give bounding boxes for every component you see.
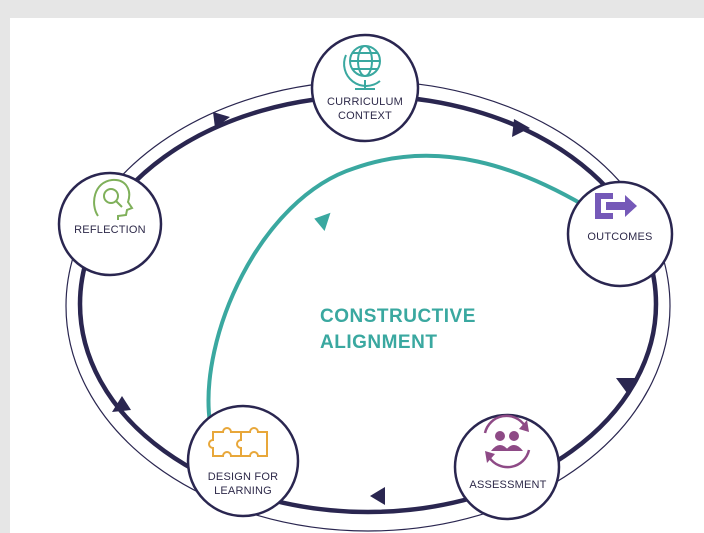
constructive-alignment-diagram: CONSTRUCTIVE ALIGNMENT CURRICULUM CONTEX… <box>57 33 674 532</box>
alignment-arrowhead <box>314 212 331 232</box>
cycle-arrowhead <box>112 396 131 412</box>
node-assessment: ASSESSMENT <box>453 413 561 521</box>
node-circle <box>566 180 674 288</box>
diagram-canvas: CONSTRUCTIVE ALIGNMENT CURRICULUM CONTEX… <box>10 18 704 533</box>
node-label-line-2: CONTEXT <box>338 110 392 122</box>
arrow-right-icon <box>595 193 637 219</box>
cycle-ring <box>77 93 659 515</box>
node-label-line-1: REFLECTION <box>74 224 146 236</box>
node-label-line-2: LEARNING <box>214 485 272 497</box>
node-curriculum-context: CURRICULUM CONTEXT <box>310 33 420 143</box>
alignment-arc <box>206 153 587 424</box>
cycle-arrows <box>112 112 635 505</box>
node-label-line-1: OUTCOMES <box>587 231 652 243</box>
center-title-line-2: ALIGNMENT <box>320 332 437 353</box>
node-label-line-1: ASSESSMENT <box>469 479 546 491</box>
node-label-line-1: CURRICULUM <box>327 96 403 108</box>
node-circle <box>186 404 300 518</box>
cycle-arrowhead <box>370 487 385 505</box>
cycle-arrowhead <box>616 378 635 393</box>
node-circle <box>57 171 163 277</box>
node-label-line-1: DESIGN FOR <box>208 471 278 483</box>
globe-icon <box>343 45 381 90</box>
center-title-line-1: CONSTRUCTIVE <box>320 306 476 327</box>
puzzle-icon <box>208 427 268 457</box>
cycle-arrowhead <box>512 119 530 137</box>
node-outcomes: OUTCOMES <box>566 180 674 288</box>
cycle-arrowhead <box>213 112 230 128</box>
node-reflection: REFLECTION <box>57 171 163 277</box>
head-search-icon <box>93 178 134 220</box>
people-cycle-icon <box>483 414 531 469</box>
node-design-for-learning: DESIGN FOR LEARNING <box>186 404 300 518</box>
